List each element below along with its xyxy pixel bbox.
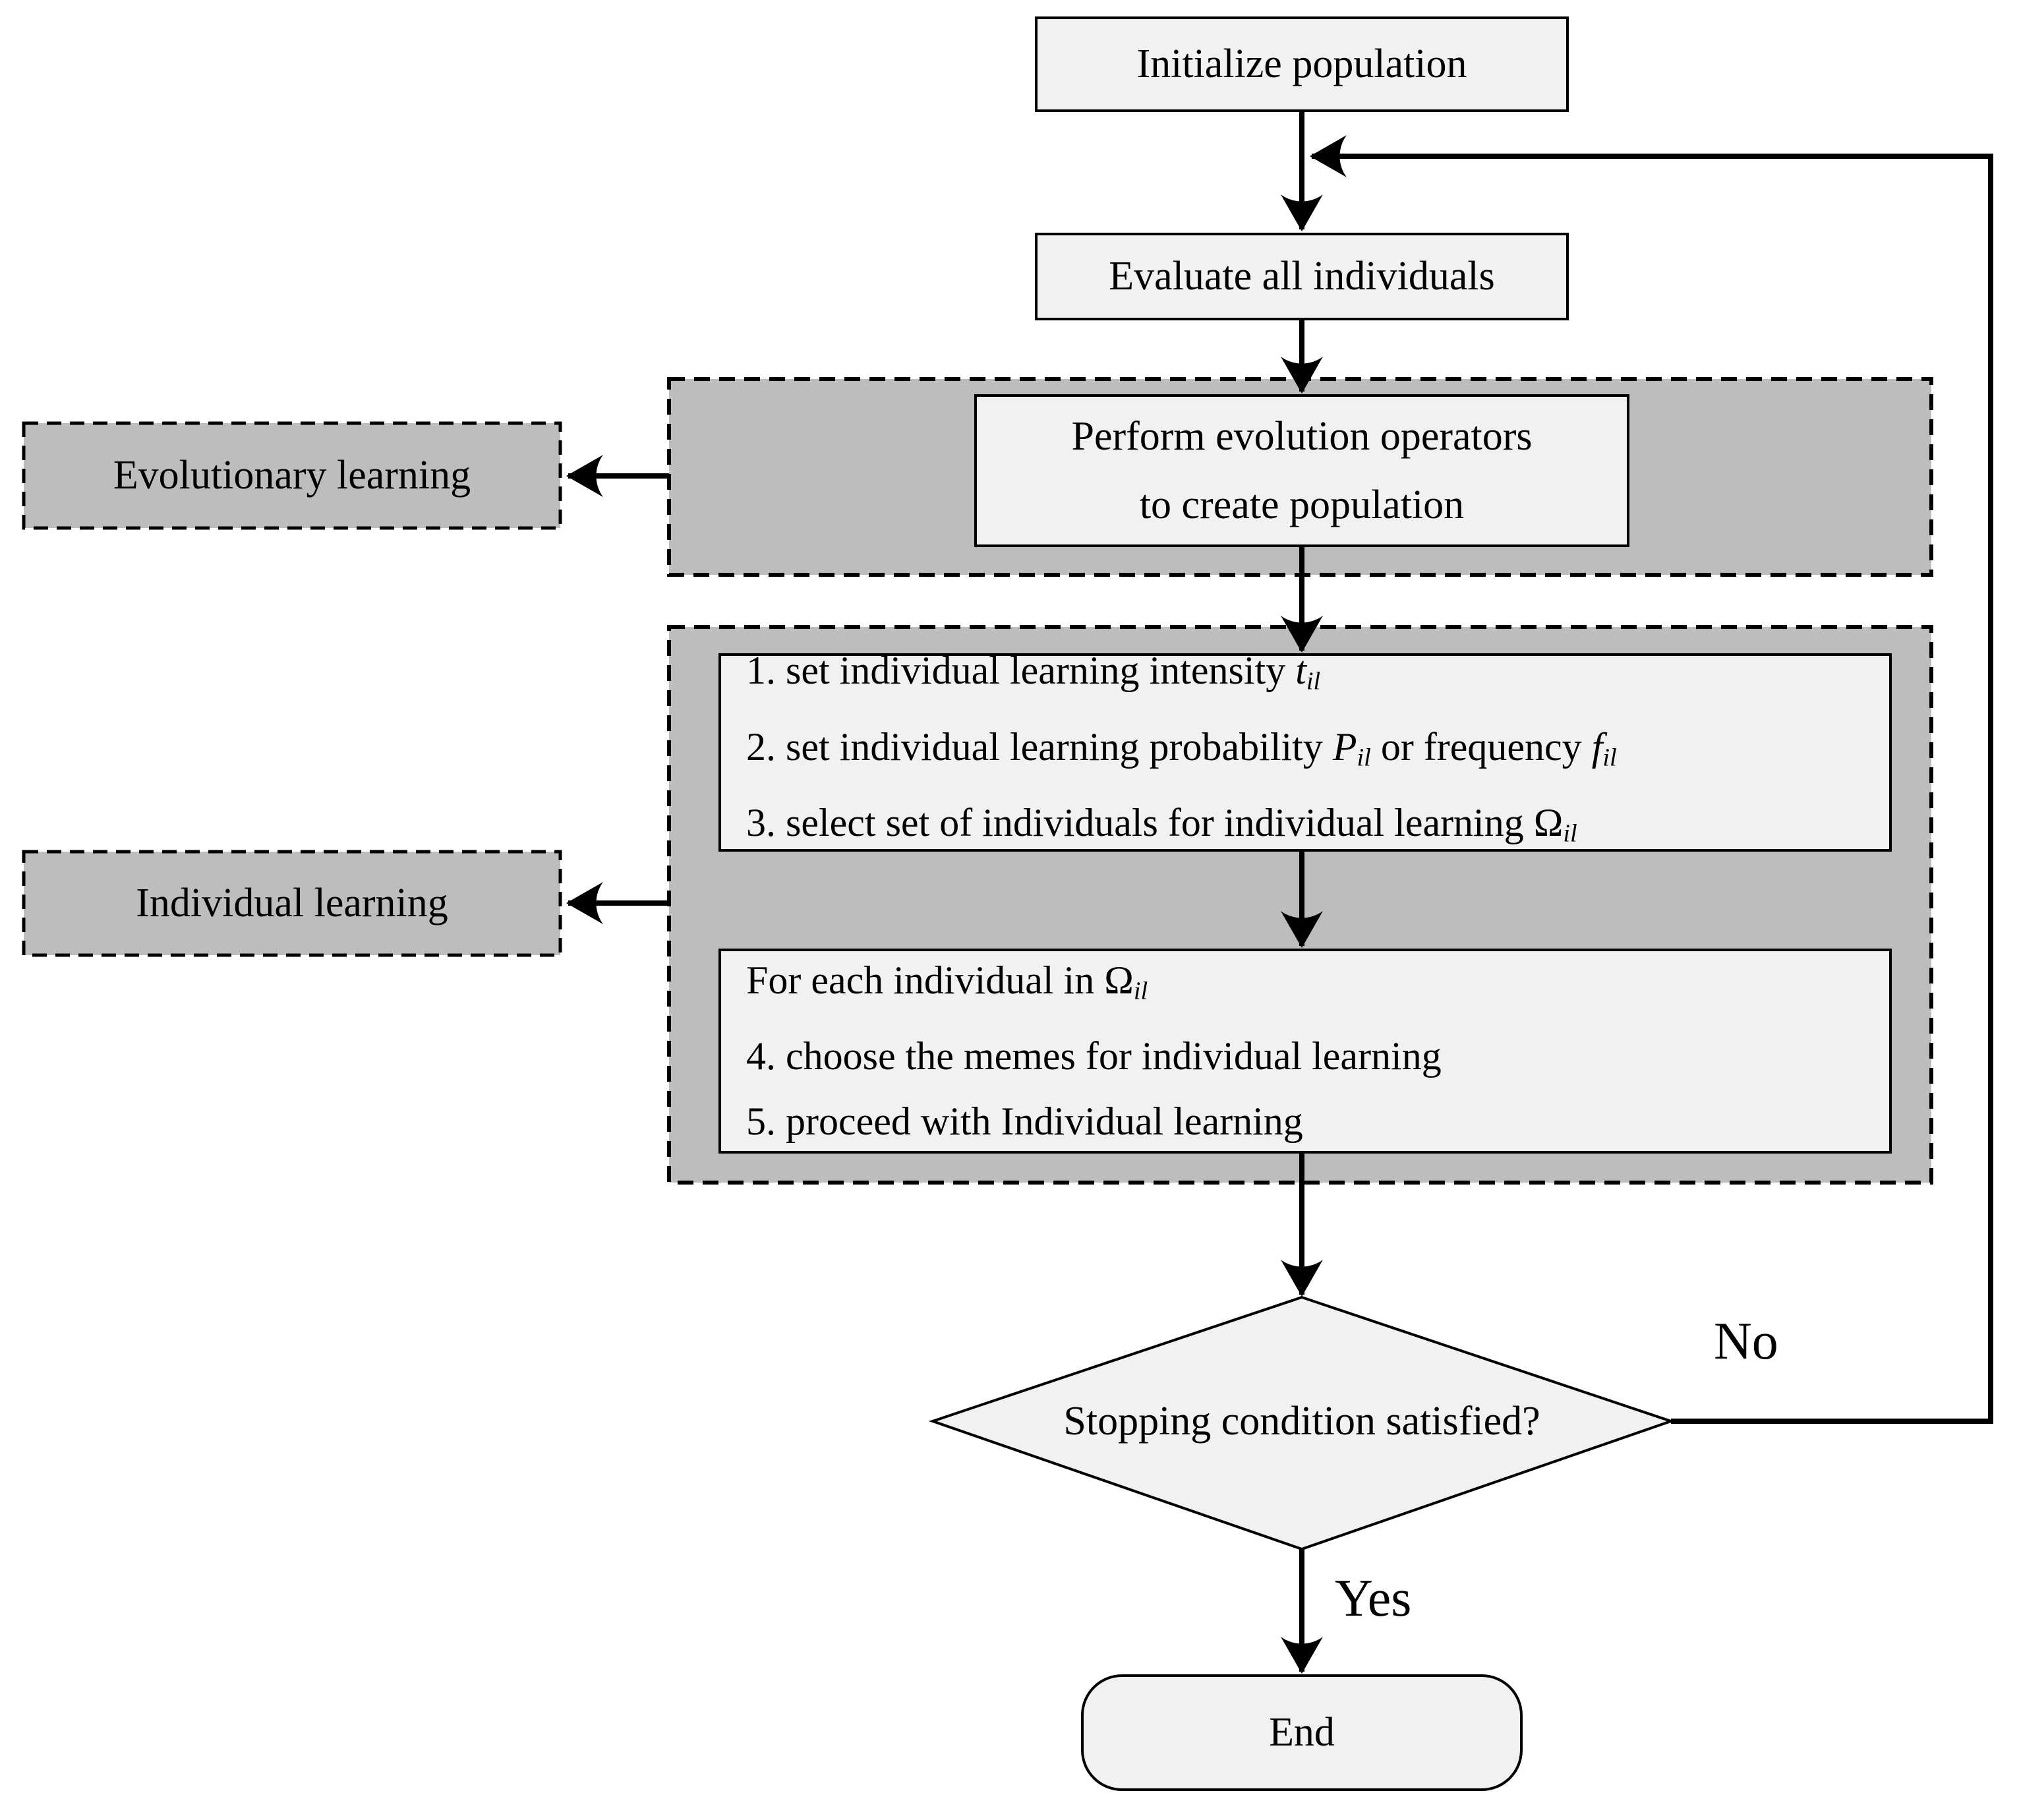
group-box-individual-learning	[22, 850, 562, 957]
decision-stopping-condition-label: Stopping condition satisfied?	[1063, 1398, 1540, 1444]
perform-line-2: to create population	[1139, 483, 1465, 527]
group-box-evolutionary-learning	[22, 421, 562, 530]
node-initialize-population: Initialize population	[1035, 16, 1569, 112]
label-yes: Yes	[1335, 1570, 1412, 1628]
node-evaluate-all-individuals: Evaluate all individuals	[1035, 233, 1569, 320]
perform-line-1: Perform evolution operators	[1071, 414, 1533, 459]
feedback-loop-line-no	[1310, 135, 1993, 1424]
group-individual-learning-label: Individual learning	[136, 881, 448, 925]
label-no: No	[1714, 1312, 1778, 1370]
group-evolutionary-learning-label: Evolutionary learning	[113, 453, 471, 498]
node-perform-evolution-operators: Perform evolution operators to create po…	[974, 394, 1629, 547]
steps-box-individual-learning-setup: 1. set individual learning intensity til…	[718, 649, 1892, 852]
node-end: End	[1081, 1674, 1523, 1791]
